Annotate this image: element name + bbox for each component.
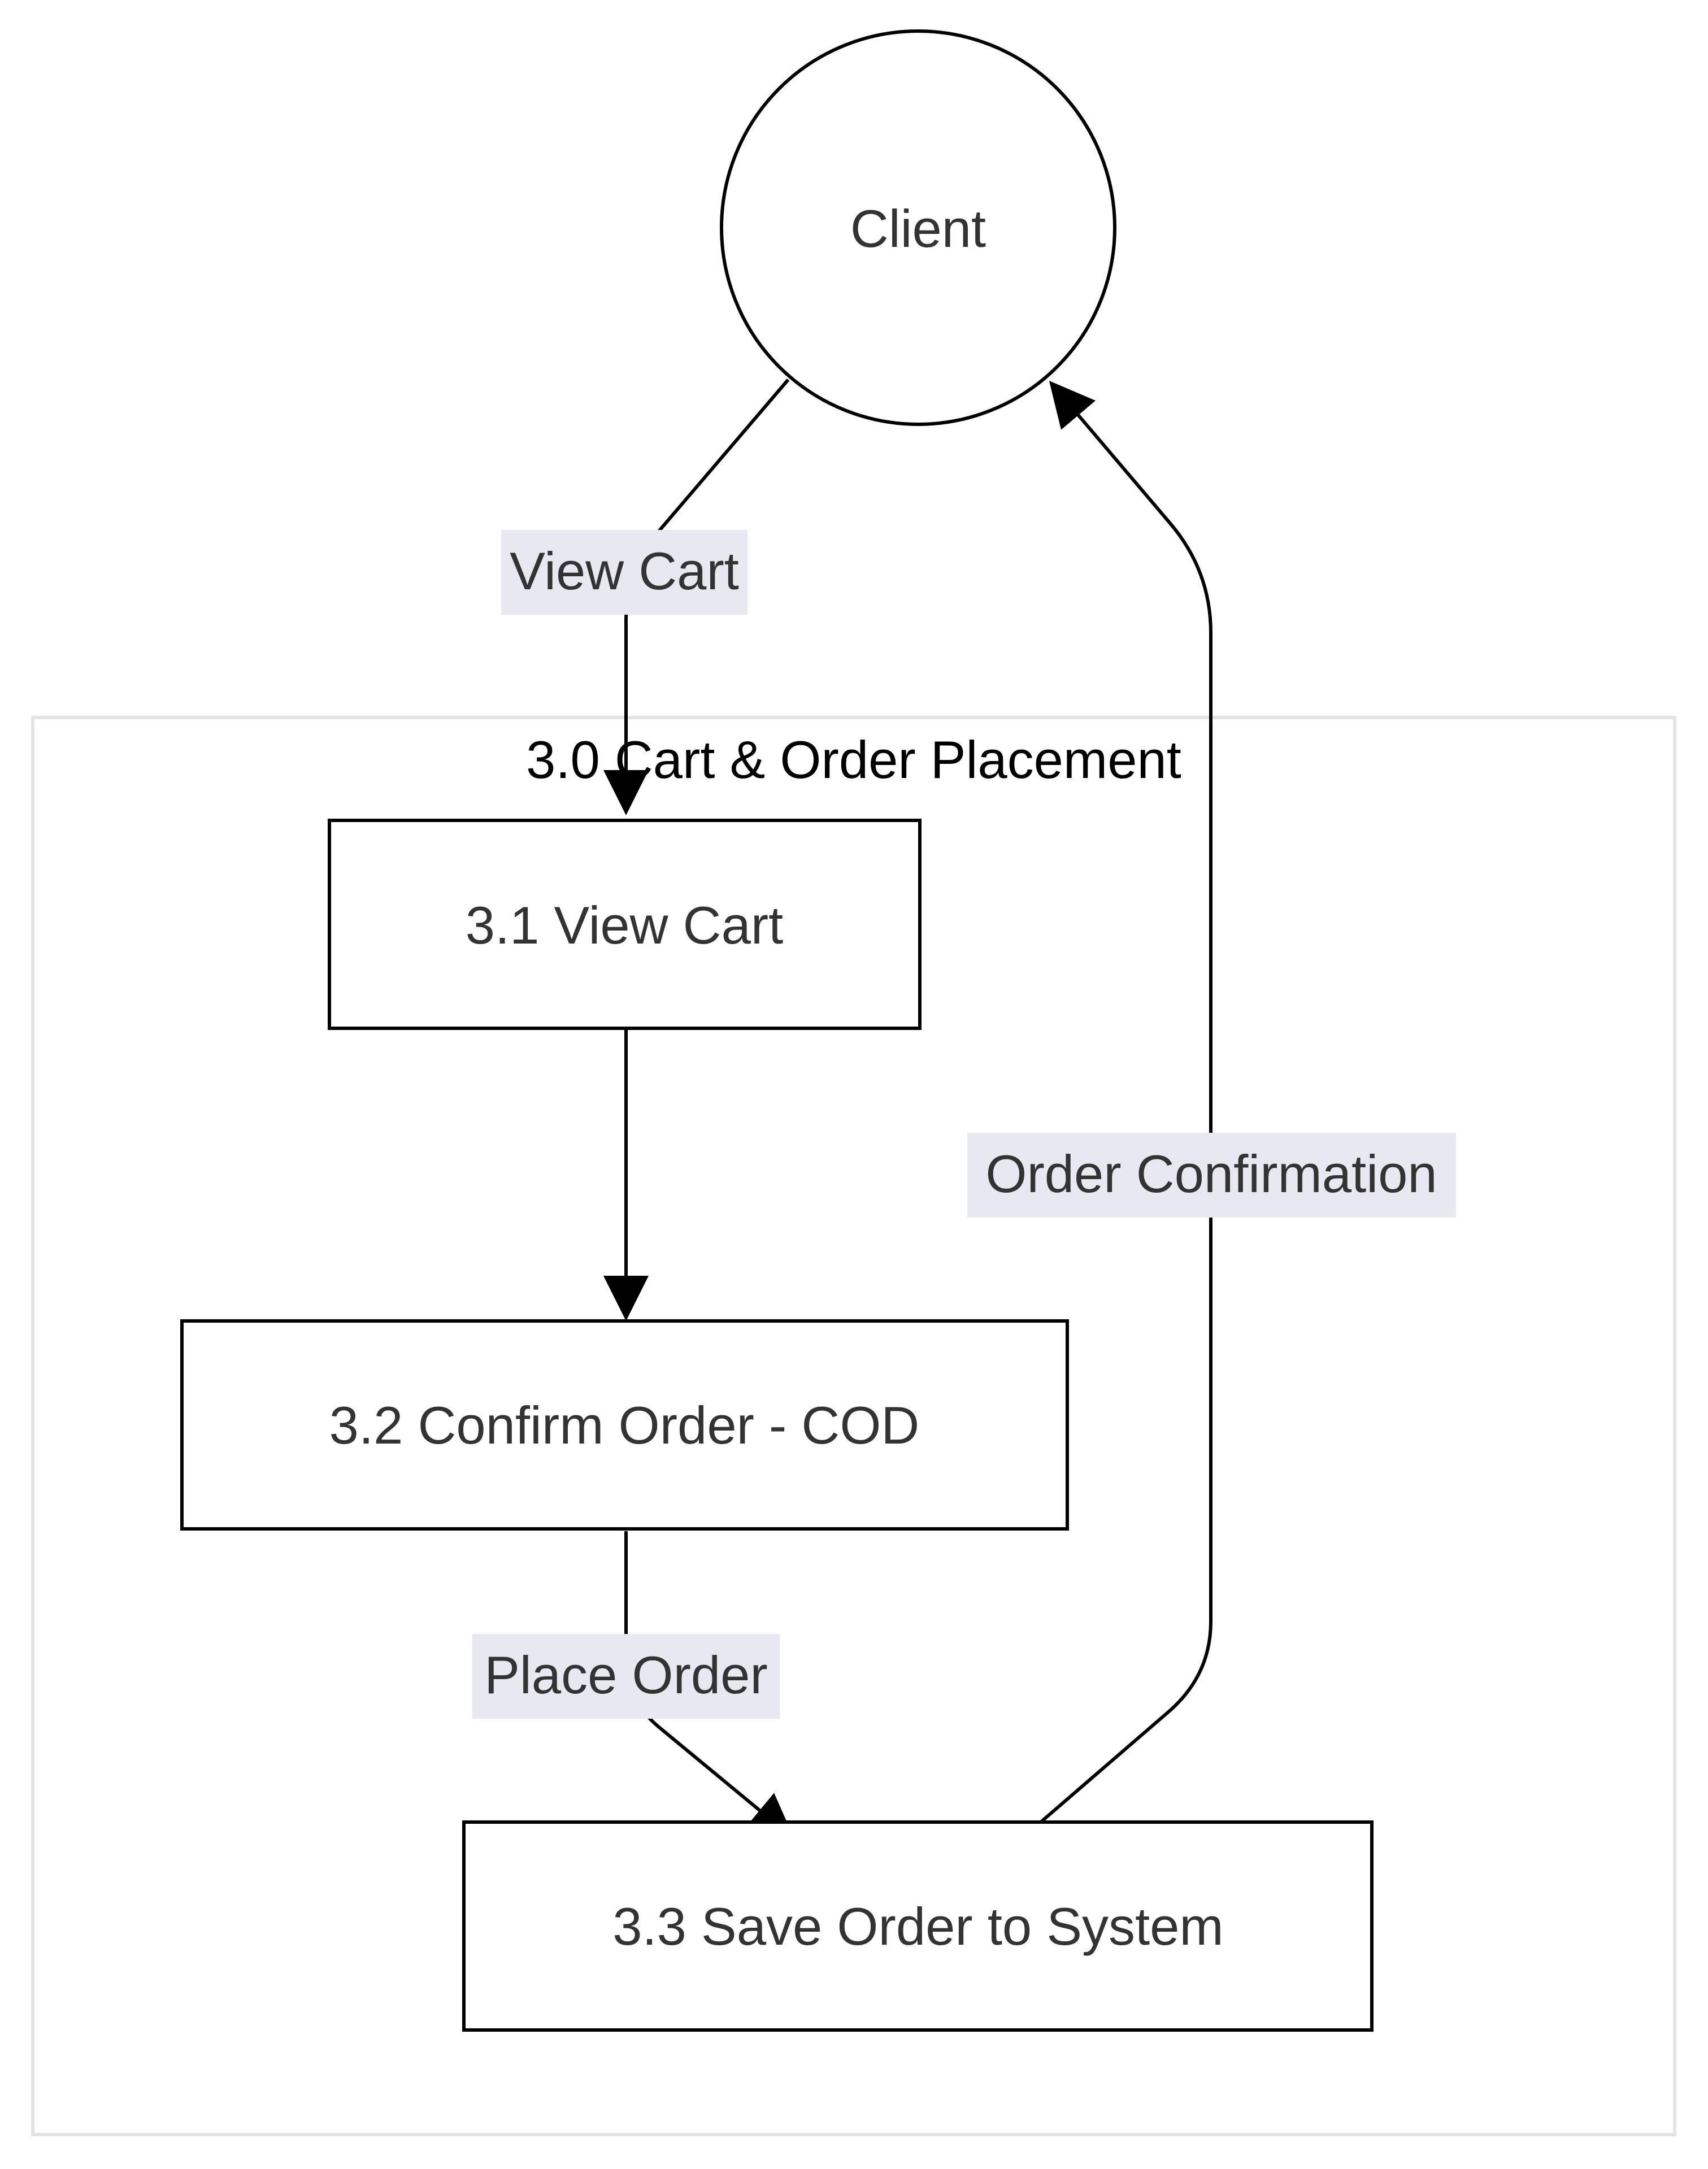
client-label: Client — [850, 199, 986, 258]
edge-label-place-order: Place Order — [472, 1634, 780, 1719]
process-3-1-view-cart[interactable]: 3.1 View Cart — [328, 819, 922, 1030]
edge-label-view-cart: View Cart — [501, 530, 747, 615]
entity-client[interactable]: Client — [720, 29, 1116, 426]
process-box — [328, 819, 922, 1030]
process-3-2-confirm-order[interactable]: 3.2 Confirm Order - COD — [180, 1319, 1069, 1531]
edge-label-background — [472, 1634, 780, 1719]
process-3-3-save-order[interactable]: 3.3 Save Order to System — [462, 1820, 1374, 2032]
nodes: Client 3.1 View Cart 3.2 Confirm Order -… — [180, 29, 1374, 2032]
edge-label-order-confirmation: Order Confirmation — [967, 1133, 1456, 1218]
edge-label-background — [501, 530, 747, 615]
process-label: 3.1 View Cart — [466, 896, 784, 955]
flow-order-confirmation-line[interactable] — [1040, 380, 1212, 1824]
edge-labels: View Cart Place Order Order Confirmation — [472, 530, 1456, 1719]
client-circle — [720, 29, 1116, 426]
edge-label-text: Order Confirmation — [985, 1144, 1437, 1203]
edge-label-text: Place Order — [484, 1645, 768, 1705]
process-box — [462, 1820, 1374, 2032]
edge-label-text: View Cart — [510, 541, 739, 601]
edge-label-background — [967, 1133, 1456, 1218]
process-box — [180, 1319, 1069, 1531]
process-label: 3.3 Save Order to System — [612, 1897, 1223, 1956]
process-label: 3.2 Confirm Order - COD — [329, 1396, 920, 1455]
